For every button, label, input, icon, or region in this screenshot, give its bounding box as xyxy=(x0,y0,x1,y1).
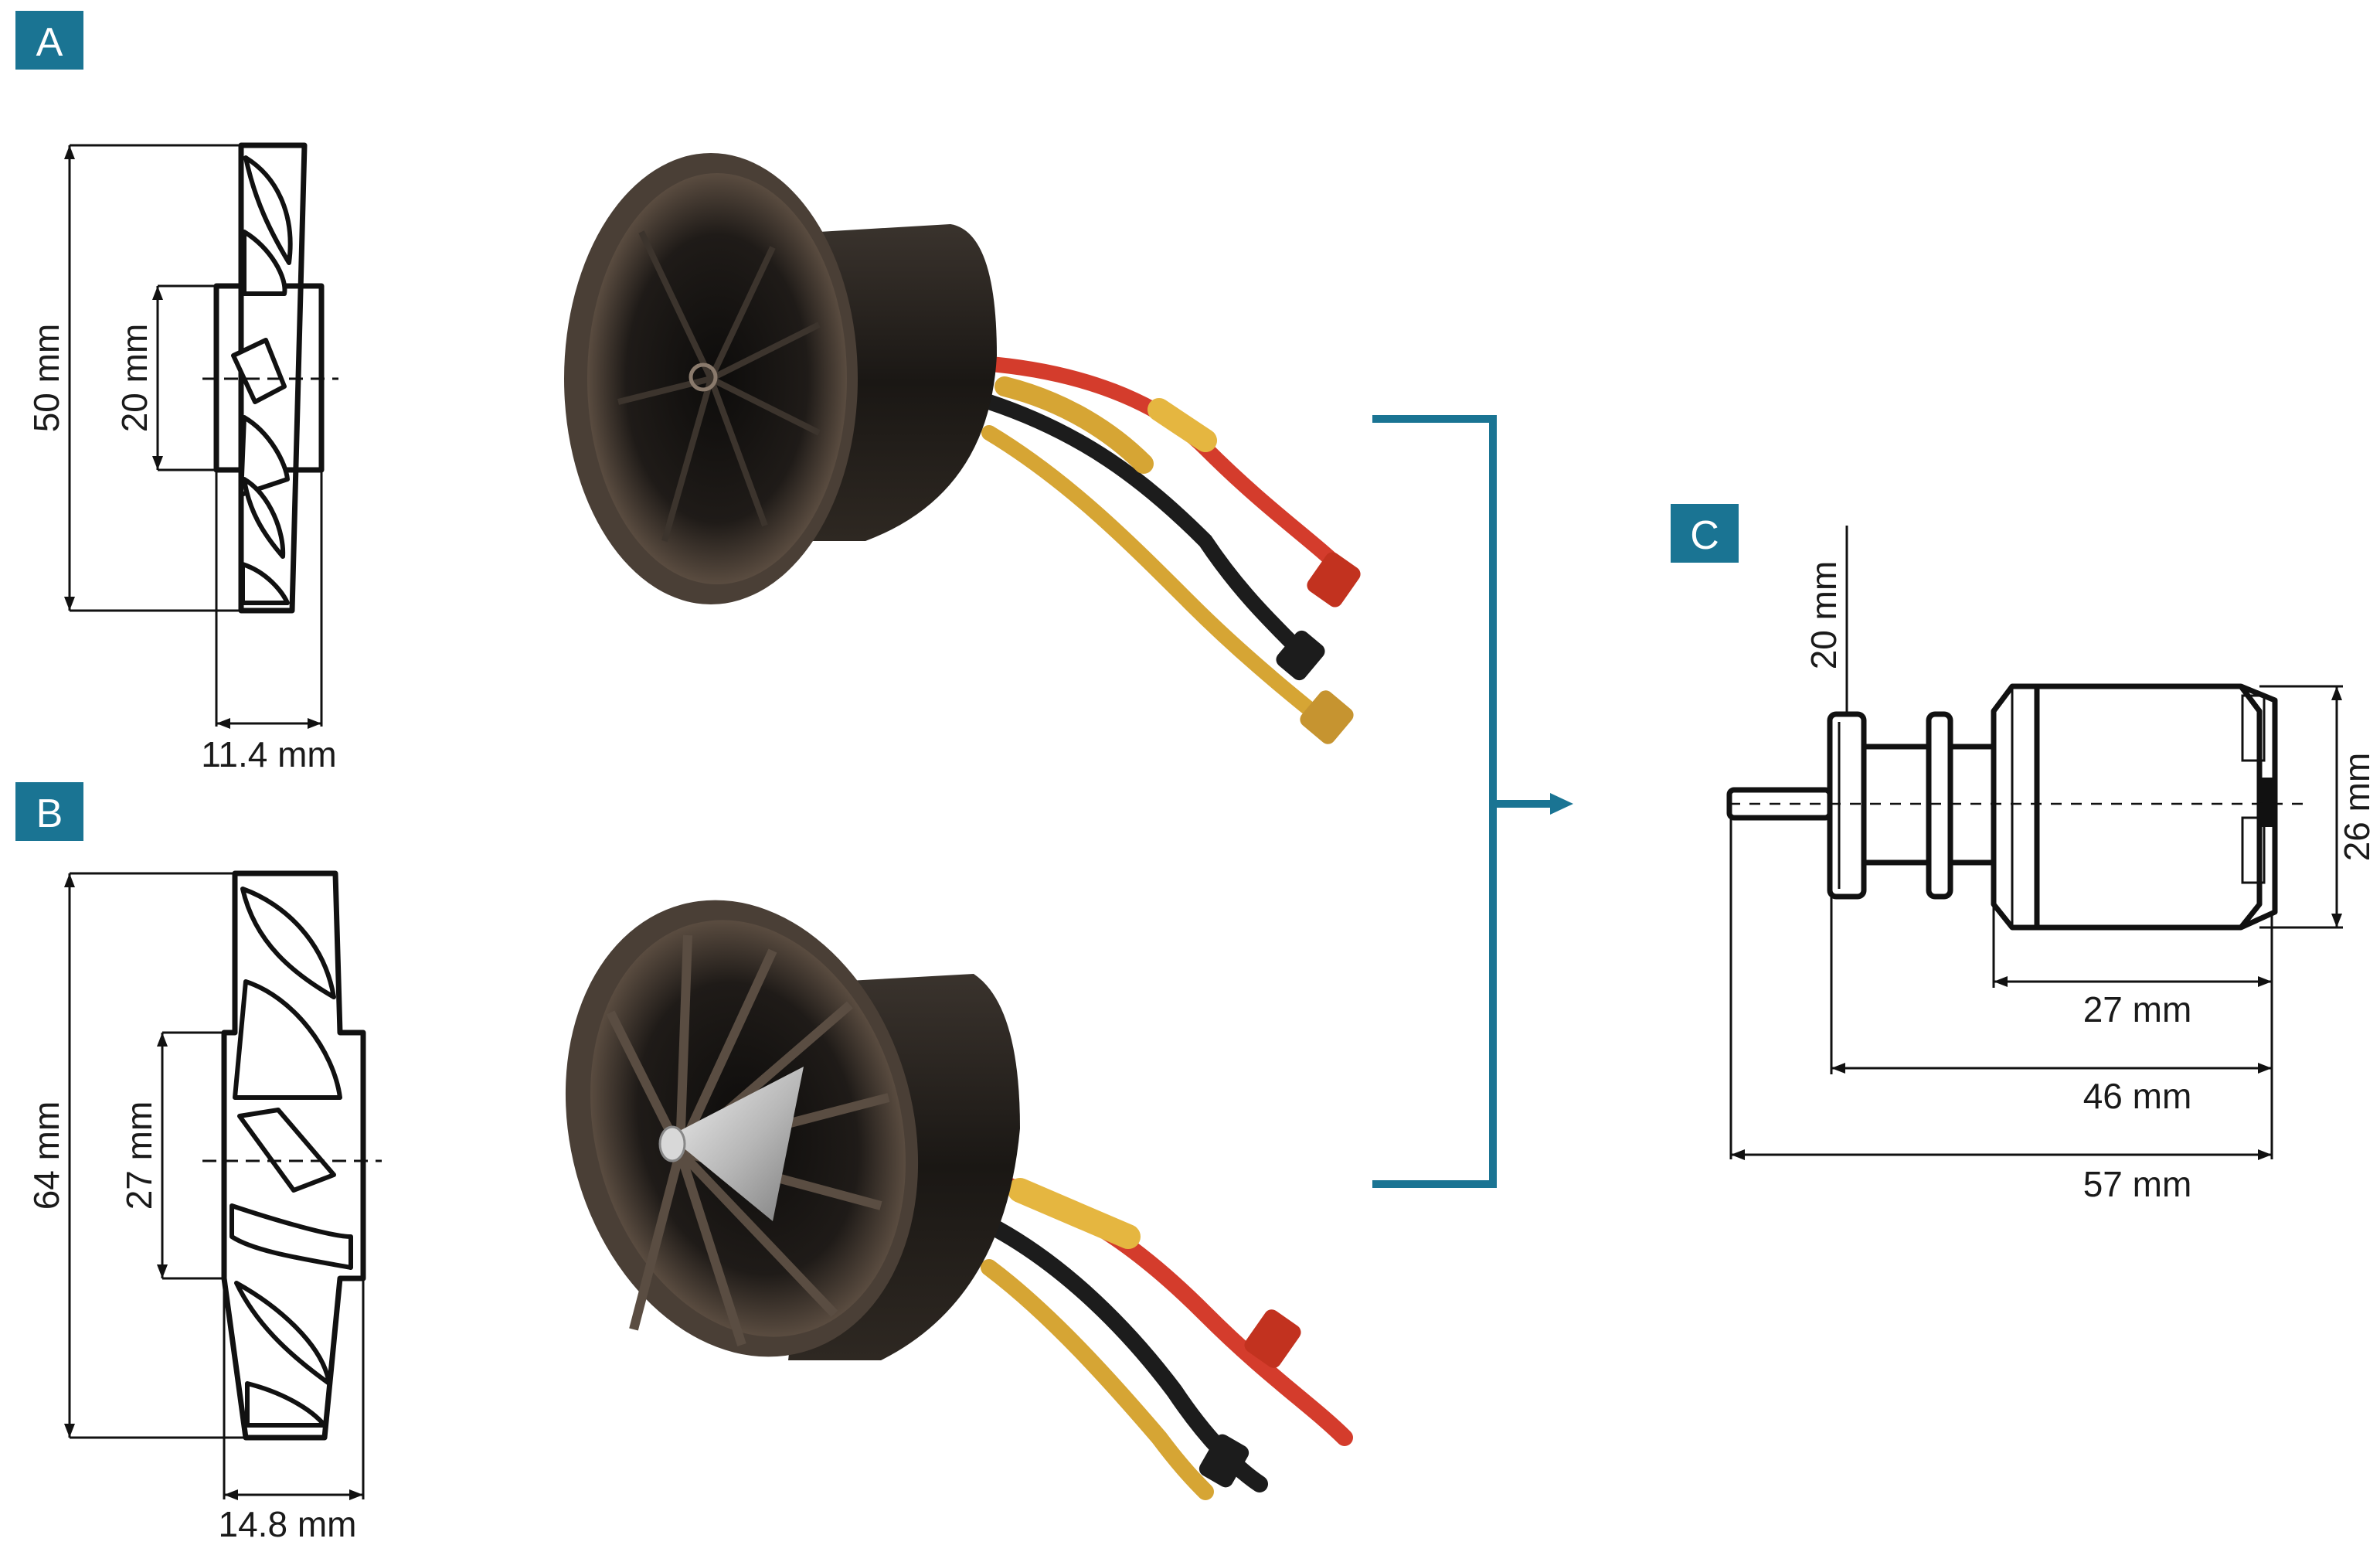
motor-c-drawing xyxy=(1726,683,2303,931)
dim-c-body: 27 mm xyxy=(2083,989,2192,1030)
dim-b-hub-height: 27 mm xyxy=(119,1101,159,1210)
dim-c-shaft: 20 mm xyxy=(1804,561,1844,670)
fan-photo-a xyxy=(564,153,1361,744)
dim-a-width: 11.4 mm xyxy=(201,734,337,774)
fan-photo-b xyxy=(565,900,1353,1500)
panel-a: A 50 mm 20 mm 11.4 mm xyxy=(15,11,338,774)
bracket-arrow xyxy=(1372,415,1573,1188)
dim-a-hub-height: 20 mm xyxy=(114,324,155,433)
dim-b-outer-height: 64 mm xyxy=(26,1101,66,1210)
badge-a-label: A xyxy=(36,20,63,65)
dim-a-outer-height: 50 mm xyxy=(26,324,66,433)
badge-c-label: C xyxy=(1690,513,1719,558)
dim-c-diameter: 26 mm xyxy=(2337,753,2377,862)
impeller-b-drawing xyxy=(202,870,382,1441)
dim-b-width: 14.8 mm xyxy=(219,1504,357,1544)
badge-b-label: B xyxy=(36,791,63,836)
badge-b xyxy=(15,782,83,841)
impeller-a-drawing xyxy=(202,142,338,614)
dim-c-total: 57 mm xyxy=(2083,1164,2192,1204)
panel-b: B 64 mm 27 mm 14.8 mm xyxy=(15,782,382,1544)
badge-c xyxy=(1671,504,1739,563)
panel-c: C 20 mm 26 mm xyxy=(1671,504,2377,1204)
dim-c-mid: 46 mm xyxy=(2083,1076,2192,1116)
badge-a xyxy=(15,11,83,70)
